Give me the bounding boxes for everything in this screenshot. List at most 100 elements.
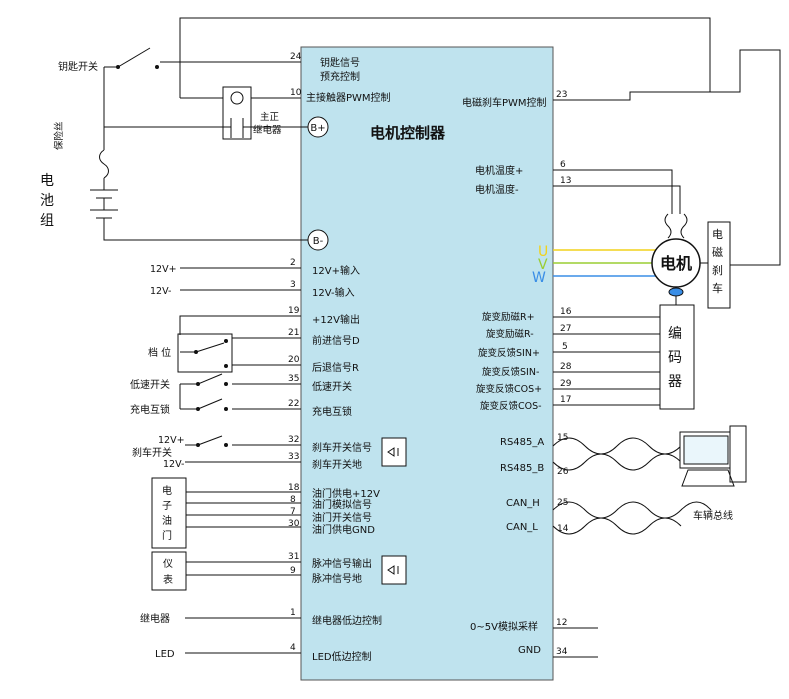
- left-pin-number: 33: [288, 452, 299, 462]
- left-pin-label: 主接触器PWM控制: [306, 91, 391, 104]
- left-pin-number: 32: [288, 435, 299, 445]
- relay-label: 继电器: [140, 612, 170, 625]
- right-pin-number: 34: [556, 647, 568, 657]
- right-pin-label: CAN_H: [506, 498, 540, 509]
- right-pin-number: 26: [557, 467, 569, 477]
- left-pin-label: 钥匙信号: [320, 56, 360, 69]
- right-pin-label: 电机温度-: [475, 183, 519, 196]
- right-pin-number: 14: [557, 524, 569, 534]
- left-pin-label: 12V-输入: [312, 286, 355, 299]
- left-pin-number: 1: [290, 608, 296, 618]
- throttle-box: [151, 477, 187, 549]
- throttle-label: 子: [162, 500, 172, 512]
- right-pin-number: 29: [560, 379, 572, 389]
- vehicle-bus-label: 车辆总线: [693, 509, 733, 522]
- right-pin-label: 旋变反馈COS+: [476, 383, 542, 395]
- low-speed-label: 低速开关: [130, 378, 170, 391]
- right-pin-label: 旋变反馈SIN+: [478, 347, 540, 359]
- key-switch-blade: [117, 47, 151, 68]
- right-pin-label: 旋变励磁R-: [486, 328, 534, 340]
- right-pin-label: 旋变反馈SIN-: [482, 366, 539, 378]
- left-pin-label: 12V+输入: [312, 264, 360, 277]
- brake-label: 电: [712, 228, 723, 241]
- left-pin-label: 充电互锁: [312, 405, 352, 418]
- phase-u-label: U: [538, 244, 548, 260]
- motor-label: 电机: [660, 254, 692, 273]
- right-pin-label: CAN_L: [506, 522, 538, 533]
- left-pin-number: 35: [288, 374, 299, 384]
- right-pin-number: 6: [560, 160, 566, 170]
- right-top-pin-label: 电磁刹车PWM控制: [462, 96, 547, 109]
- encoder-label: 码: [668, 350, 682, 366]
- battery-label-3: 组: [40, 213, 54, 229]
- brake-switch-label: 刹车开关: [132, 446, 172, 459]
- left-pin-label: 预充控制: [320, 70, 360, 83]
- left-pin-number: 8: [290, 495, 296, 505]
- left-pin-label: 脉冲信号输出: [312, 557, 372, 570]
- right-pin-label: RS485_B: [500, 463, 544, 474]
- brake-label: 磁: [712, 246, 723, 259]
- left-pin-number: 9: [290, 566, 296, 576]
- right-pin-label: 旋变励磁R+: [482, 311, 535, 323]
- right-pin-number: 5: [562, 342, 568, 352]
- top-loop-wire: [179, 17, 711, 92]
- right-pin-label: 旋变反馈COS-: [480, 400, 542, 412]
- left-pin-label: 低速开关: [312, 380, 352, 393]
- left-pin-label: 刹车开关地: [312, 458, 362, 471]
- right-pin-number: 17: [560, 395, 571, 405]
- meter-label: 表: [163, 573, 173, 586]
- brake-label: 刹: [712, 264, 723, 277]
- throttle-label: 门: [162, 529, 172, 542]
- main-relay-coil-icon: [230, 91, 244, 105]
- battery-negative-wire: [103, 218, 308, 241]
- left-pin-number: 31: [288, 552, 299, 562]
- main-relay-label-1: 主正: [260, 111, 280, 123]
- brake-v12plus-label: 12V+: [158, 435, 185, 446]
- encoder-label: 器: [668, 374, 682, 390]
- left-pin-number: 4: [290, 643, 296, 653]
- meter-label: 仪: [163, 558, 173, 570]
- encoder-coupling-icon: [668, 287, 684, 297]
- gear-switch-box: [177, 333, 233, 373]
- left-pin-label: 前进信号D: [312, 334, 360, 347]
- right-pin-label: 0~5V模拟采样: [470, 620, 538, 633]
- right-pin-number: 28: [560, 362, 572, 372]
- left-pin-label: 油门模拟信号: [312, 498, 372, 511]
- computer-icon: [679, 425, 747, 487]
- phase-w-label: W: [532, 270, 546, 286]
- right-pin-number: 27: [560, 324, 571, 334]
- meter-box: [151, 551, 187, 591]
- key-switch-label: 钥匙开关: [58, 60, 98, 73]
- left-pin-number: 7: [290, 507, 296, 517]
- left-pin-number: 22: [288, 399, 299, 409]
- left-pin-number: 30: [288, 519, 300, 529]
- left-pin-label: LED低边控制: [312, 650, 372, 663]
- right-pin-group: 6 电机温度+ 13 电机温度- 16 旋变励磁R+ 27 旋变励磁R- 5 旋…: [470, 160, 681, 658]
- throttle-label: 电: [162, 484, 172, 497]
- left-pin-number: 21: [288, 328, 299, 338]
- controller-title: 电机控制器: [370, 124, 446, 142]
- main-relay-box: [222, 86, 252, 140]
- left-pin-label: 油门开关信号: [312, 511, 372, 524]
- left-pin-number: 2: [290, 258, 296, 268]
- charge-lock-label: 充电互锁: [130, 403, 170, 416]
- left-pin-label: 后退信号R: [312, 362, 359, 374]
- b-plus-label: B+: [310, 123, 325, 134]
- fuse-icon: [99, 149, 109, 179]
- v12-plus-label: 12V+: [150, 264, 177, 275]
- left-pin-label: +12V输出: [312, 313, 360, 326]
- brake-v12minus-label: 12V-: [163, 459, 184, 470]
- left-pin-label: 继电器低边控制: [312, 614, 382, 627]
- phase-v-label: V: [538, 257, 548, 273]
- left-pin-number: 18: [288, 483, 300, 493]
- right-pin-label: 电机温度+: [475, 164, 523, 177]
- encoder-label: 编: [668, 326, 682, 342]
- left-pin-group: 24 钥匙信号 预充控制 10 主接触器PWM控制 2 12V+输入 12V+ …: [150, 52, 391, 663]
- left-pin-label: 油门供电GND: [312, 523, 375, 536]
- fuse-label: 保险丝: [53, 121, 65, 150]
- right-pin-number: 13: [560, 176, 571, 186]
- led-label: LED: [155, 649, 175, 660]
- right-pin-number: 15: [557, 433, 568, 443]
- main-relay-label-2: 继电器: [253, 124, 282, 136]
